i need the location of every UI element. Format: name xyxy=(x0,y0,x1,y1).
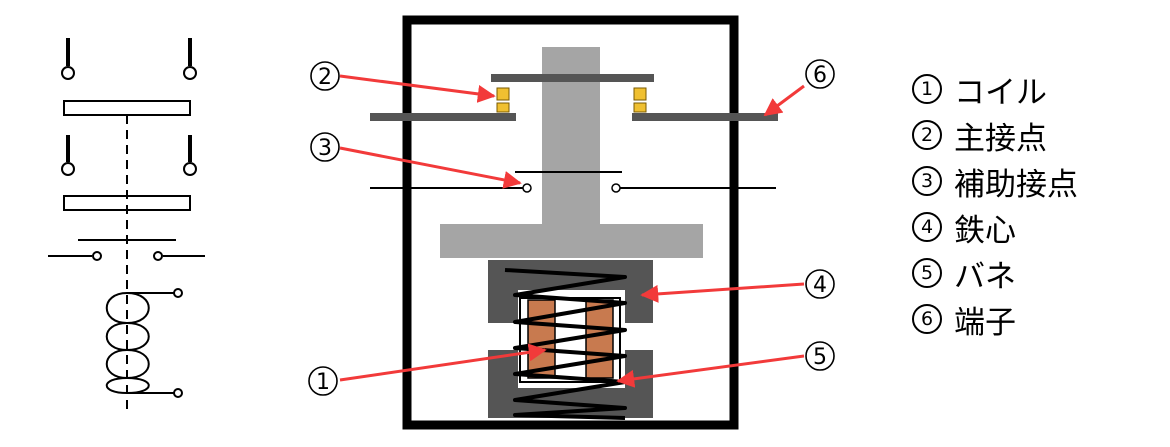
callout-5: 5 xyxy=(805,341,835,371)
contact-pad xyxy=(633,102,647,113)
contact-pad xyxy=(633,87,647,101)
legend-item-spring: 5 バネ xyxy=(912,250,1078,296)
legend-label: 端子 xyxy=(954,304,1016,341)
callout-2: 2 xyxy=(310,61,340,91)
legend-item-aux-contact: 3 補助接点 xyxy=(912,158,1078,204)
legend-number: 6 xyxy=(912,304,942,334)
moving-contact-bar xyxy=(491,74,654,82)
contactor-cutaway xyxy=(370,15,778,430)
legend-number: 2 xyxy=(912,120,942,150)
arrow-aux-contact xyxy=(339,146,522,189)
aux-terminal-right xyxy=(611,183,621,193)
arrow-coil xyxy=(339,343,547,382)
arrow-iron-core xyxy=(640,282,805,303)
svg-text:3: 3 xyxy=(318,136,332,161)
legend-label: 主接点 xyxy=(954,120,1047,157)
contact-pad xyxy=(496,87,510,101)
svg-text:2: 2 xyxy=(318,65,332,90)
terminal-bar xyxy=(632,113,778,121)
svg-text:4: 4 xyxy=(813,273,827,298)
legend-item-iron-core: 4 鉄心 xyxy=(912,204,1078,250)
legend-item-main-contact: 2 主接点 xyxy=(912,112,1078,158)
legend-label: バネ xyxy=(954,258,1016,295)
spring xyxy=(504,268,627,420)
callout-arrows xyxy=(339,74,805,388)
arrow-main-contact xyxy=(339,74,496,103)
callout-4: 4 xyxy=(805,269,835,299)
legend-number: 5 xyxy=(912,258,942,288)
arrow-terminal xyxy=(763,84,805,117)
legend-label: 補助接点 xyxy=(954,166,1078,203)
legend-item-coil: 1 コイル xyxy=(912,66,1078,112)
coil-body-left xyxy=(527,299,556,379)
legend: 1 コイル 2 主接点 3 補助接点 4 鉄心 5 バネ 6 端子 xyxy=(912,66,1078,342)
legend-number: 3 xyxy=(912,166,942,196)
callout-6: 6 xyxy=(805,59,835,89)
svg-text:5: 5 xyxy=(813,345,827,370)
svg-text:6: 6 xyxy=(813,63,827,88)
coil-body-right xyxy=(585,299,614,379)
callout-1: 1 xyxy=(308,366,338,396)
svg-text:1: 1 xyxy=(316,370,330,395)
legend-number: 1 xyxy=(912,74,942,104)
legend-item-terminal: 6 端子 xyxy=(912,296,1078,342)
armature-plate xyxy=(440,224,703,258)
contact-pad xyxy=(496,102,510,113)
schematic-symbol xyxy=(48,38,205,415)
fixed-contact-left xyxy=(370,113,516,121)
legend-number: 4 xyxy=(912,212,942,242)
legend-label: 鉄心 xyxy=(954,212,1016,249)
arrow-spring xyxy=(616,354,805,388)
aux-terminal-left xyxy=(522,183,532,193)
callout-3: 3 xyxy=(310,132,340,162)
legend-label: コイル xyxy=(954,74,1047,111)
